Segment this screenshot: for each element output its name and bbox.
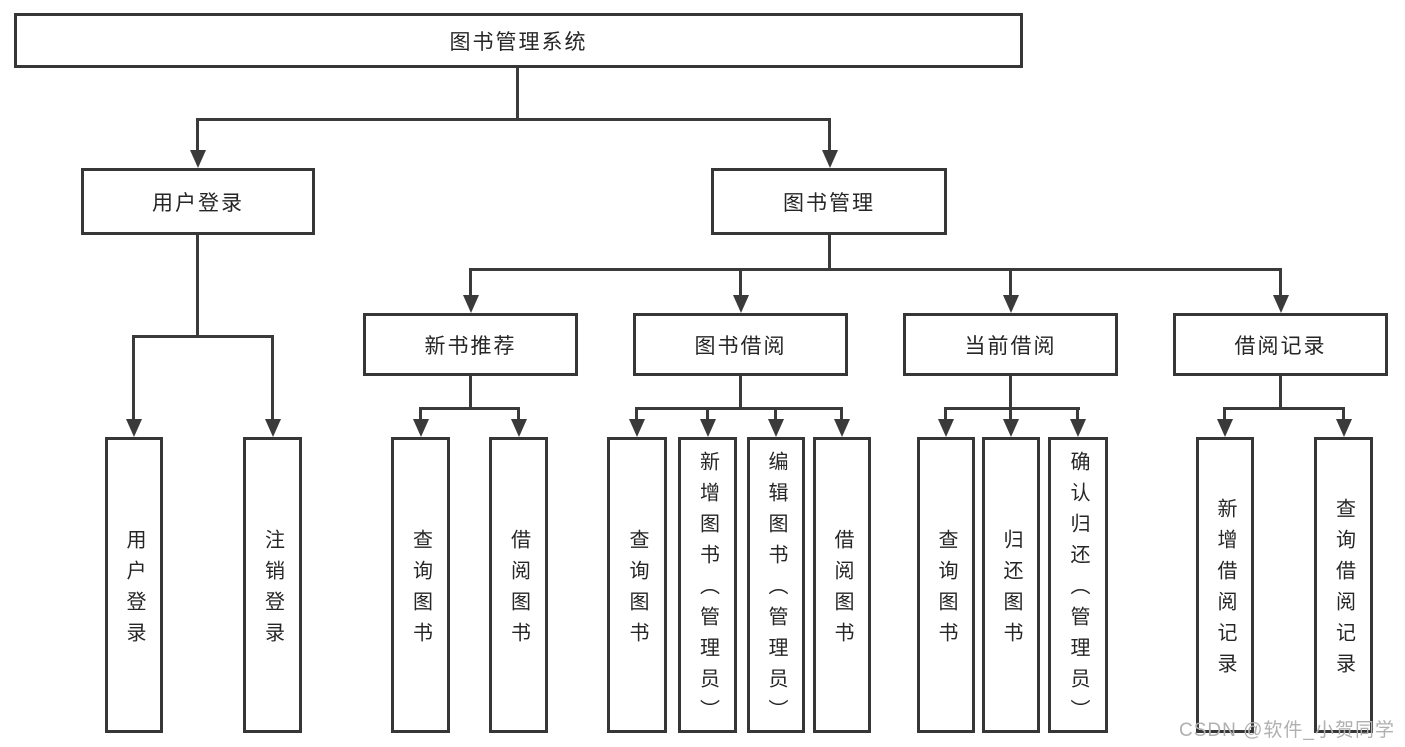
node-current-borrowing: 当前借阅 [903,313,1118,376]
connector-currentborrow-stem [1009,376,1012,410]
arrow-down-icon [511,419,527,437]
connector-root-stem [516,68,519,121]
leaf-query-books-current-label: 查询图书 [935,528,957,653]
node-new-book-recommend-label: 新书推荐 [424,334,517,358]
connector-drop [944,407,947,422]
node-book-management-label: 图书管理 [783,191,875,215]
connector-drop-current-borrowing [1009,268,1012,298]
connector-bookmgmt-stem [828,235,831,271]
arrow-down-icon [733,295,749,313]
leaf-query-books-recommend-label: 查询图书 [409,528,432,653]
connector-drop [419,407,422,422]
arrow-down-icon [413,419,429,437]
connector-borrowrec-rail [1223,407,1345,410]
arrow-down-icon [265,419,281,437]
node-borrowing-records: 借阅记录 [1173,313,1388,376]
arrow-down-icon [190,150,206,168]
connector-drop-new-book [469,268,472,298]
connector-drop [517,407,520,422]
node-user-login-label: 用户登录 [152,191,244,215]
connector-drop-leaf-logout [271,335,274,421]
connector-drop-leaf-user-login [132,335,135,421]
connector-newbook-stem [469,376,472,410]
connector-drop [706,407,709,422]
leaf-add-borrow-record: 新增借阅记录 [1196,437,1254,733]
leaf-edit-book-admin: 编辑图书（管理员） [747,437,805,733]
connector-root-rail [196,118,831,121]
leaf-confirm-return-admin: 确认归还（管理员） [1048,437,1108,733]
arrow-down-icon [1217,419,1233,437]
leaf-return-book-label: 归还图书 [1000,528,1022,653]
connector-drop [1009,407,1012,422]
leaf-query-books-current: 查询图书 [917,437,975,733]
node-book-management: 图书管理 [711,168,947,235]
node-user-login: 用户登录 [81,168,315,235]
arrow-down-icon [822,150,838,168]
leaf-borrow-books-recommend: 借阅图书 [489,437,548,733]
connector-userlogin-rail [132,335,274,338]
leaf-user-login-label: 用户登录 [123,528,145,653]
connector-drop [1342,407,1345,422]
leaf-borrow-books: 借阅图书 [813,437,871,733]
leaf-query-books-recommend: 查询图书 [391,437,450,733]
leaf-query-books-borrowing-label: 查询图书 [626,528,648,653]
connector-drop-book-borrowing [739,268,742,298]
node-root: 图书管理系统 [14,13,1023,68]
leaf-query-borrow-record-label: 查询借阅记录 [1332,497,1355,684]
connector-userlogin-stem [196,235,199,338]
arrow-down-icon [768,419,784,437]
node-new-book-recommend: 新书推荐 [363,313,578,376]
arrow-down-icon [1003,295,1019,313]
connector-newbook-rail [419,407,520,410]
leaf-edit-book-admin-label: 编辑图书（管理员） [765,451,787,730]
node-book-borrowing-label: 图书借阅 [694,334,787,358]
arrow-down-icon [1070,419,1086,437]
connector-currentborrow-rail [944,407,1080,410]
connector-bookborrow-stem [739,376,742,410]
connector-borrowrec-stem [1279,376,1282,410]
arrow-down-icon [629,419,645,437]
leaf-borrow-books-recommend-label: 借阅图书 [507,528,530,653]
arrow-down-icon [938,419,954,437]
leaf-add-book-admin-label: 新增图书（管理员） [696,451,719,730]
connector-drop [1223,407,1226,422]
leaf-add-book-admin: 新增图书（管理员） [678,437,737,733]
connector-drop-user-login [196,118,199,153]
leaf-query-borrow-record: 查询借阅记录 [1314,437,1373,733]
connector-drop [1076,407,1079,422]
arrow-down-icon [700,419,716,437]
leaf-confirm-return-admin-label: 确认归还（管理员） [1067,451,1089,730]
arrow-down-icon [1336,419,1352,437]
leaf-user-login: 用户登录 [105,437,163,733]
leaf-query-books-borrowing: 查询图书 [607,437,667,733]
connector-drop [635,407,638,422]
arrow-down-icon [1273,295,1289,313]
arrow-down-icon [1003,419,1019,437]
leaf-return-book: 归还图书 [982,437,1040,733]
arrow-down-icon [834,419,850,437]
connector-bookborrow-rail [635,407,843,410]
connector-drop-book-management [828,118,831,153]
leaf-logout-label: 注销登录 [261,528,284,653]
leaf-borrow-books-label: 借阅图书 [831,528,853,653]
leaf-add-borrow-record-label: 新增借阅记录 [1214,497,1236,684]
node-book-borrowing: 图书借阅 [633,313,848,376]
arrow-down-icon [126,419,142,437]
connector-bookmgmt-rail [469,268,1282,271]
node-root-label: 图书管理系统 [449,30,588,54]
connector-drop-borrowing-records [1279,268,1282,298]
leaf-logout: 注销登录 [243,437,302,733]
node-borrowing-records-label: 借阅记录 [1234,334,1327,358]
connector-drop [840,407,843,422]
csdn-watermark: CSDN @软件_小贺同学 [1179,720,1395,741]
connector-drop [774,407,777,422]
arrow-down-icon [463,295,479,313]
node-current-borrowing-label: 当前借阅 [964,334,1057,358]
